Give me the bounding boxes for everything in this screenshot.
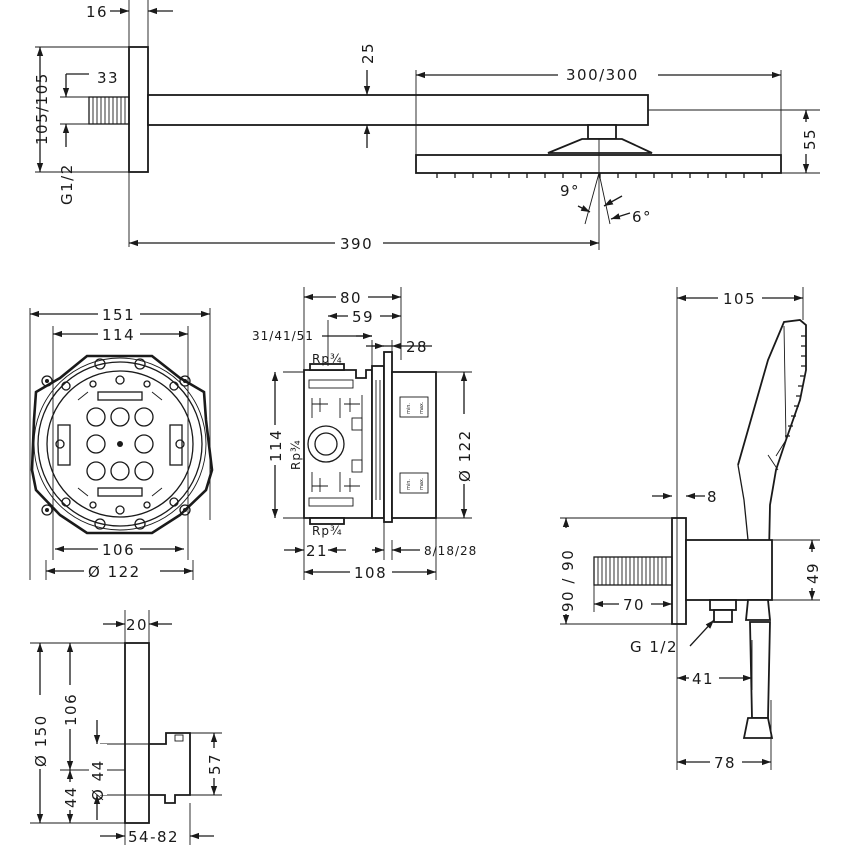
- label-max-top: max.: [419, 401, 425, 414]
- dim-300-300: 300/300: [566, 66, 639, 84]
- head-cone: [547, 138, 653, 154]
- dim-g12: G1/2: [58, 163, 76, 205]
- front-flange: [383, 351, 393, 523]
- dim-106-plate: 106: [62, 693, 80, 726]
- dim-106: 106: [102, 541, 135, 559]
- box-outer-ring: [37, 361, 203, 527]
- thread-stub: [88, 96, 130, 125]
- nozzle-row: [436, 173, 763, 178]
- dim-49: 49: [804, 562, 822, 584]
- dim-151: 151: [102, 306, 135, 324]
- dim-70: 70: [623, 596, 645, 614]
- label-min-bottom: min.: [406, 479, 412, 490]
- outlet-port-inner: [314, 432, 338, 456]
- box-slots: [57, 391, 183, 497]
- angle-6deg: 6°: [632, 208, 652, 226]
- dim-41: 41: [692, 670, 714, 688]
- hose-thread: [713, 609, 733, 623]
- rp-side-label: Rp¾: [289, 439, 303, 470]
- dim-78: 78: [714, 754, 736, 772]
- outlet-port-outer: [307, 425, 345, 463]
- wall-outlet-flange: [671, 517, 687, 625]
- thermostat-plate-side-view: 20 Ø 150 106 44 Ø 44 57 54-82: [30, 610, 224, 846]
- wall-outlet-thread: [593, 556, 673, 586]
- dim-d122: Ø 122: [88, 563, 141, 581]
- dim-57: 57: [206, 753, 224, 775]
- dim-d44: Ø 44: [89, 759, 107, 801]
- dim-31-41-51: 31/41/51: [252, 329, 314, 343]
- dim-105-hand: 105: [723, 290, 756, 308]
- box-inner-ring: [46, 370, 194, 518]
- dim-105-105: 105/105: [33, 72, 51, 145]
- dim-390: 390: [340, 235, 373, 253]
- port-grid: [86, 407, 154, 481]
- dim-21: 21: [306, 542, 328, 560]
- wall-outlet-body: [685, 539, 773, 601]
- valve-body-side-view: min. max. min. max. 80 59 31/41/51 28 Rp…: [252, 287, 477, 582]
- dim-16: 16: [86, 3, 108, 21]
- dim-80: 80: [340, 289, 362, 307]
- dim-33: 33: [97, 69, 119, 87]
- hose-nut: [709, 599, 737, 611]
- plaster-guard: [371, 365, 385, 519]
- dim-8: 8: [707, 488, 718, 506]
- shower-arm: [147, 94, 649, 126]
- bottom-port: [309, 517, 345, 525]
- front-cover: [391, 371, 437, 519]
- valve-housing-details: [308, 379, 363, 507]
- hose: [749, 621, 771, 719]
- dim-20: 20: [126, 616, 148, 634]
- wall-flange: [128, 46, 149, 173]
- box-outline: [30, 354, 214, 535]
- dim-44: 44: [62, 786, 80, 808]
- dim-54-82: 54-82: [128, 828, 179, 846]
- overhead-shower-view: 16 105/105 33 G1/2 25 300/300 55 9° 6° 3…: [33, 0, 820, 253]
- label-max-bottom: max.: [419, 477, 425, 490]
- dim-114: 114: [102, 326, 135, 344]
- dim-25: 25: [359, 42, 377, 64]
- rp-top-label: Rp¾: [312, 352, 343, 366]
- cover-plate: [124, 642, 150, 824]
- angle-9deg: 9°: [560, 182, 580, 200]
- dim-d122-valve: Ø 122: [456, 429, 474, 482]
- dim-8-18-28: 8/18/28: [424, 544, 477, 558]
- holder: [745, 599, 771, 621]
- installation-box-front-view: 151 114 106 Ø 122: [29, 305, 214, 581]
- dim-90-90: 90 / 90: [559, 549, 577, 612]
- hand-shower-view: 105 8 90 / 90 49 70 G 1/2 41 78: [558, 287, 822, 772]
- rp-bottom-label: Rp¾: [312, 524, 343, 538]
- mounting-lugs: [41, 358, 191, 530]
- hand-shower-nozzles: [785, 335, 806, 437]
- dim-d150: Ø 150: [32, 714, 50, 767]
- hand-shower-handle: [737, 319, 807, 601]
- top-port: [309, 363, 345, 371]
- shower-head: [415, 154, 782, 174]
- head-connector: [587, 124, 617, 140]
- thermostat-knob: [148, 732, 191, 804]
- dim-108: 108: [354, 564, 387, 582]
- label-min-top: min.: [406, 403, 412, 414]
- hose-end: [742, 717, 774, 739]
- dim-114-valve: 114: [267, 429, 285, 462]
- dim-28: 28: [406, 338, 428, 356]
- dim-g12-hand: G 1/2: [630, 638, 678, 656]
- dim-59: 59: [352, 308, 374, 326]
- dim-55: 55: [801, 128, 819, 150]
- cover-labels: min. max. min. max.: [399, 396, 429, 494]
